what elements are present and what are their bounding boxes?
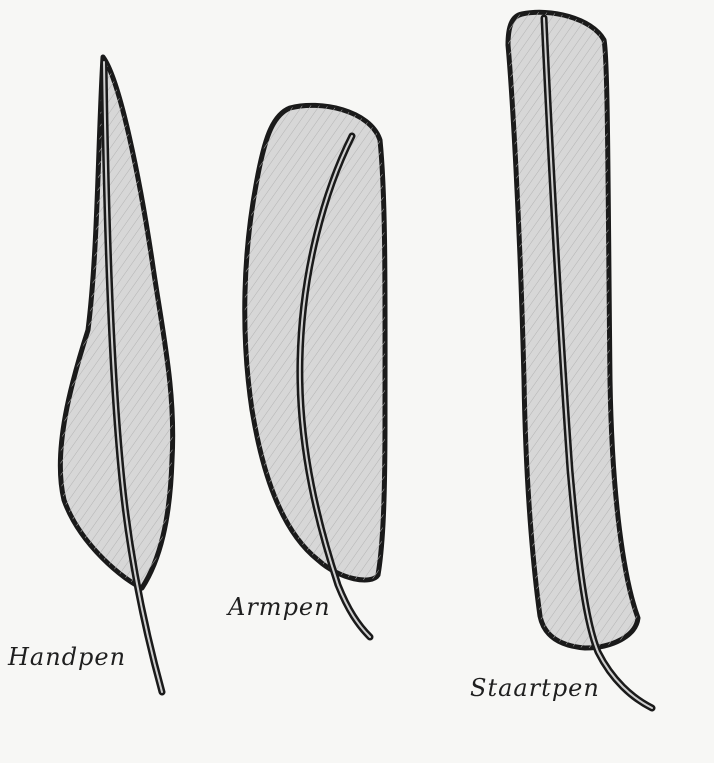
feather-staartpen bbox=[508, 12, 652, 708]
label-armpen: Armpen bbox=[228, 593, 331, 621]
feather-handpen bbox=[60, 57, 172, 692]
label-handpen: Handpen bbox=[8, 643, 126, 671]
label-staartpen: Staartpen bbox=[470, 674, 600, 702]
feather-armpen bbox=[245, 105, 385, 637]
